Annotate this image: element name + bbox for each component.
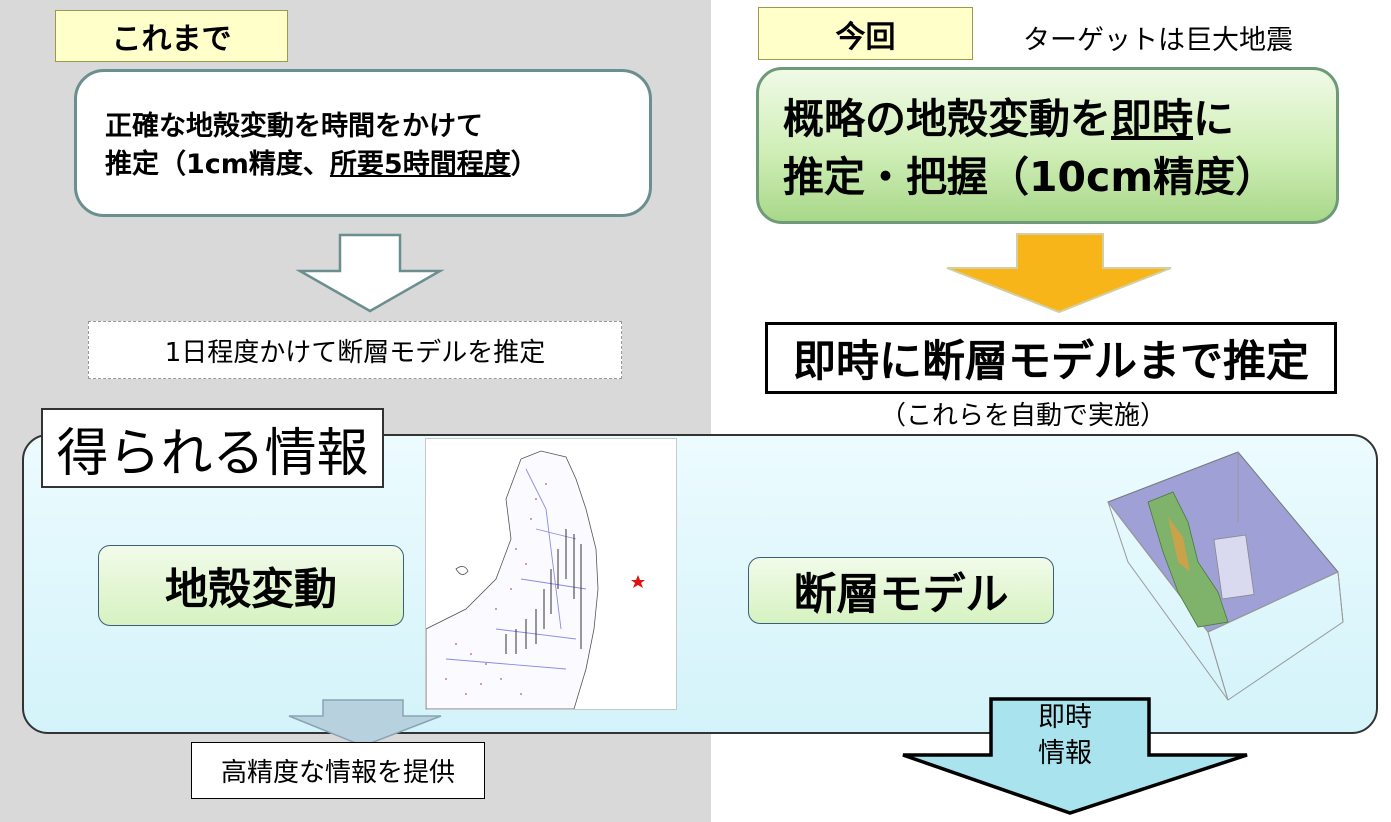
down-arrow-orange [946, 233, 1172, 314]
previous-method-line1: 正確な地殻変動を時間をかけて [105, 111, 483, 142]
new-method-line1: 概略の地殻変動を即時に [783, 90, 1336, 148]
tag-before: これまで [55, 10, 288, 62]
instant-info-arrow [902, 697, 1248, 815]
new-method-box: 概略の地殻変動を即時に 推定・把握（10cm精度） [756, 67, 1339, 224]
tohoku-displacement-map [425, 450, 645, 710]
fault-model-3d-image [1078, 442, 1353, 704]
instant-fault-model-label: 即時に断層モデルまで推定 [765, 322, 1337, 394]
instant-info-line2: 情報 [1038, 738, 1092, 769]
previous-method-line2-suffix: ） [510, 149, 538, 180]
crustal-deformation-map-image [425, 438, 677, 710]
new-method-instant: 即時 [1111, 95, 1193, 143]
down-arrow-small [288, 699, 442, 747]
crustal-deformation-label: 地殻変動 [98, 545, 404, 626]
new-method-line1-suffix: に [1193, 95, 1234, 143]
previous-method-line2: 推定（1cm精度、所要5時間程度） [105, 146, 625, 184]
tag-now: 今回 [758, 7, 973, 60]
new-method-line1-prefix: 概略の地殻変動を [783, 95, 1111, 143]
epicenter-star-icon [631, 575, 645, 588]
previous-method-duration: 所要5時間程度 [329, 149, 511, 180]
target-text: ターゲットは巨大地震 [1023, 25, 1293, 56]
previous-method-line2-prefix: 推定（1cm精度、 [105, 149, 330, 180]
previous-fault-model-label: 1日程度かけて断層モデルを推定 [88, 321, 622, 379]
obtained-information-title: 得られる情報 [41, 408, 384, 488]
fault-model-label: 断層モデル [748, 557, 1054, 624]
instant-info-line1: 即時 [1038, 702, 1092, 733]
new-method-line2: 推定・把握（10cm精度） [783, 153, 1277, 201]
previous-method-box: 正確な地殻変動を時間をかけて 推定（1cm精度、所要5時間程度） [74, 69, 652, 217]
down-arrow-outline [295, 233, 445, 313]
provide-accurate-info-label: 高精度な情報を提供 [191, 742, 485, 799]
automation-note: （これらを自動で実施） [880, 401, 1167, 431]
instant-info-label: 即時 情報 [990, 700, 1140, 772]
fault-model-3d-box [1107, 451, 1344, 701]
